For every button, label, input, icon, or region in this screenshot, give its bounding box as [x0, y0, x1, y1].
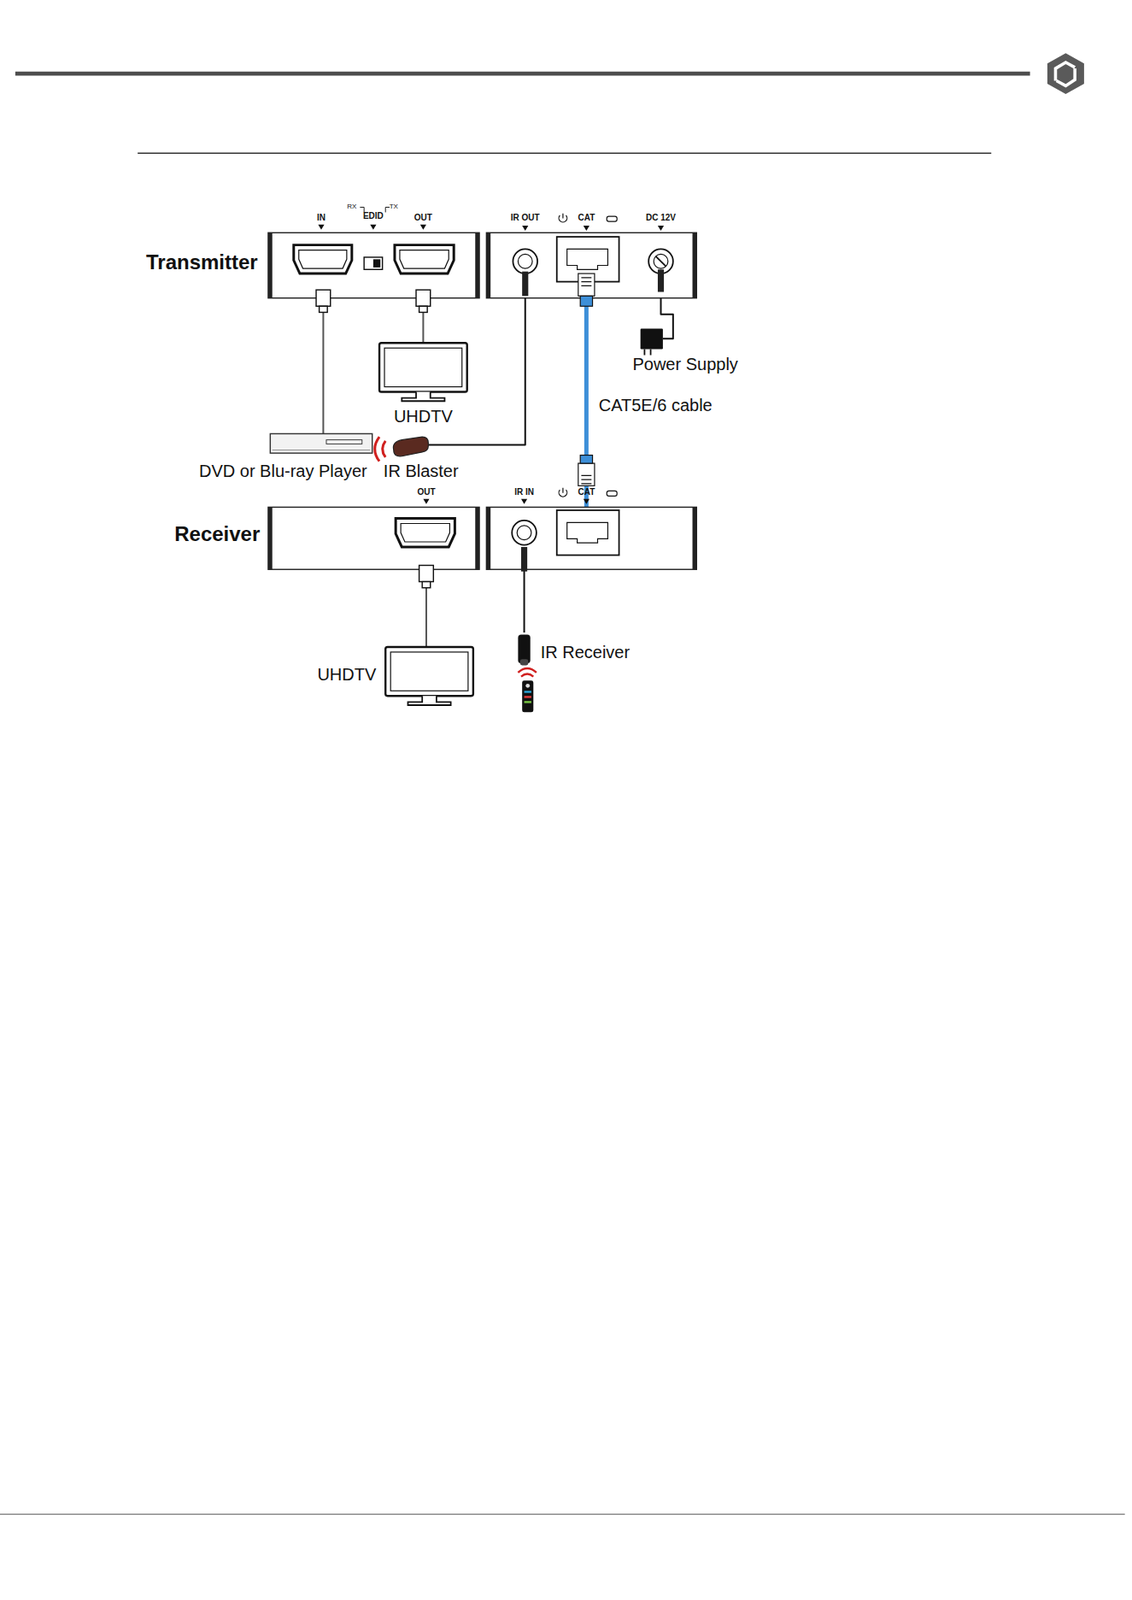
- logo: [1047, 52, 1085, 94]
- device-label: Power Supply: [632, 354, 738, 374]
- transmitter-back-panel: IR OUTCATDC 12V: [486, 232, 697, 298]
- tv: UHDTV: [379, 342, 468, 401]
- ir-receiver: IR Receiver: [516, 632, 533, 665]
- transmitter-front-panel: TransmitterINRXEDIDTXOUT: [268, 232, 480, 298]
- ir-cable: [523, 568, 526, 633]
- port-label: EDID: [363, 210, 384, 220]
- receiver-back-panel: IR INCAT: [486, 506, 697, 569]
- power-adapter: [640, 328, 663, 356]
- receiver-front-panel: [268, 498, 480, 569]
- section-rule: [137, 152, 992, 153]
- dvd-player: DVD or Blu-ray Player: [269, 433, 372, 454]
- receiver-front-panel: ReceiverOUT: [268, 506, 480, 569]
- footer-rule: [0, 1513, 1126, 1514]
- port-label: OUT: [416, 486, 435, 497]
- dvd-player: [269, 433, 372, 453]
- port-label: CAT: [577, 212, 595, 223]
- port-label: IR OUT: [510, 212, 540, 223]
- receiver-back-panel: [486, 487, 697, 569]
- transmitter-back-panel: [486, 213, 697, 299]
- switch-label: TX: [389, 203, 399, 212]
- port-label: IR IN: [514, 486, 534, 497]
- switch-label: RX: [346, 203, 357, 212]
- device-label: UHDTV: [316, 664, 376, 684]
- port-label: IN: [316, 212, 326, 223]
- ir-blaster: IR Blaster: [391, 435, 429, 457]
- tv: UHDTV: [385, 646, 474, 709]
- port-label: OUT: [414, 212, 433, 223]
- unit-title: Transmitter: [146, 251, 259, 274]
- port-label: DC 12V: [645, 212, 676, 223]
- device-label: UHDTV: [393, 406, 453, 426]
- cable-label: CAT5E/6 cable: [598, 395, 713, 415]
- ir-blaster: [375, 436, 429, 462]
- unit-title: Receiver: [174, 522, 260, 546]
- device-label: IR Blaster: [383, 461, 459, 481]
- transmitter-front-panel: [268, 206, 480, 298]
- tv-illustration: [379, 342, 474, 705]
- port-label: CAT: [577, 486, 595, 497]
- jack-plug: [521, 269, 664, 571]
- hdmi-cable: [322, 298, 324, 435]
- remote-control: [517, 668, 536, 712]
- device-label: DVD or Blu-ray Player: [199, 461, 368, 481]
- power-supply: Power Supply: [640, 326, 663, 352]
- ir-receiver: [517, 634, 530, 666]
- rj45-plug: [578, 273, 595, 486]
- header-rule: [15, 71, 1031, 77]
- device-label: IR Receiver: [540, 642, 630, 662]
